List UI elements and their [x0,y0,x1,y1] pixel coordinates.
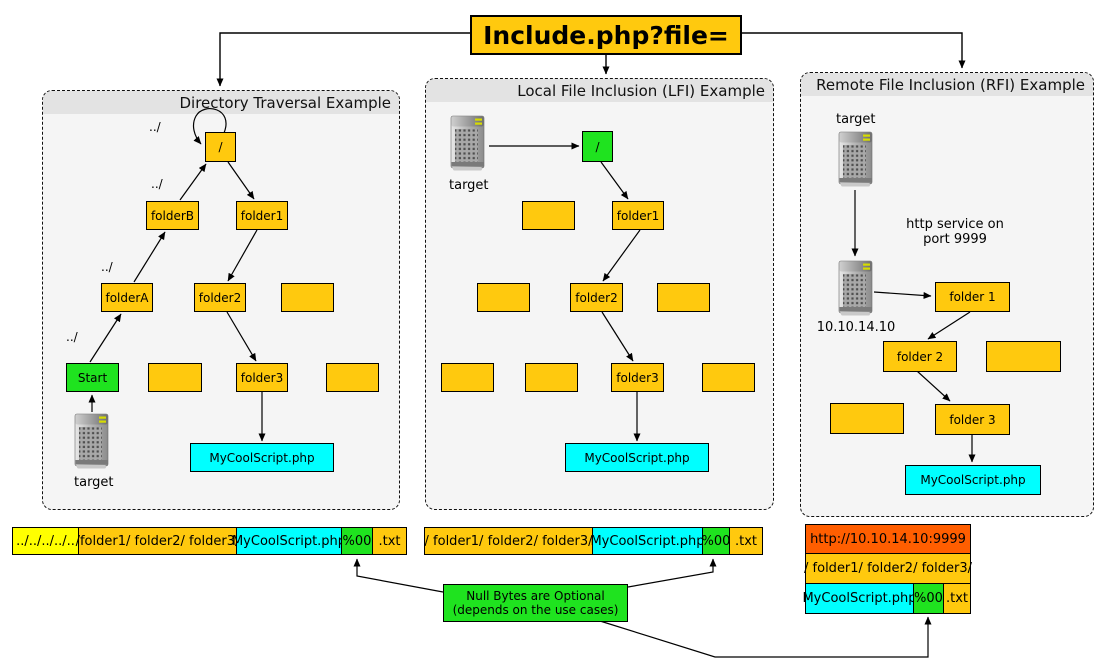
empty-folder-box [986,341,1061,372]
node-folder3: folder3 [611,363,664,392]
payload-lfi-ext: .txt [729,527,763,555]
payload-lfi-nullbyte: %00 [702,527,730,555]
node-root: / [205,132,236,162]
payload-rfi-script: MyCoolScript.php [802,583,917,614]
node-mycoolscript: MyCoolScript.php [565,443,709,472]
node-mycoolscript: MyCoolScript.php [190,443,334,472]
updir-label-1: ../ [149,120,161,134]
node-folder2: folder 2 [883,341,957,372]
payload-lfi-script: MyCoolScript.php [590,527,705,555]
empty-folder-box [657,283,710,312]
updir-label-4: ../ [66,330,78,344]
updir-label-3: ../ [101,260,113,274]
panel-lfi-title: Local File Inclusion (LFI) Example [426,79,773,102]
node-folder2: folder2 [194,283,246,312]
panel-rfi-title: Remote File Inclusion (RFI) Example [801,73,1093,96]
empty-folder-box [525,363,578,392]
payload-dt-script: MyCoolScript.php [232,527,346,555]
server-icon [837,260,875,318]
node-folderB: folderB [146,201,199,230]
null-bytes-note-line1: Null Bytes are Optional [466,589,605,603]
empty-folder-box [522,201,575,230]
node-folderA: folderA [101,283,153,312]
node-mycoolscript: MyCoolScript.php [905,465,1041,495]
payload-rfi-url: http://10.10.14.10:9999 [805,524,971,554]
empty-folder-box [148,363,202,392]
empty-folder-box [702,363,755,392]
empty-folder-box [326,363,379,392]
server-icon [73,413,111,471]
target-label: target [74,475,114,490]
node-folder2: folder2 [570,283,623,312]
payload-dt-ext: .txt [372,527,407,555]
payload-rfi-nullbyte: %00 [913,583,944,614]
node-folder1: folder1 [236,201,288,230]
node-folder3: folder3 [236,363,288,392]
payload-dt-path: /folder1/ folder2/ folder3/ [76,527,239,555]
payload-dt-traversal: ../../../../.. [12,527,79,555]
node-folder1: folder1 [612,201,664,230]
server-icon [837,131,875,189]
empty-folder-box [477,283,530,312]
payload-lfi-path: / folder1/ folder2/ folder3/ [424,527,593,555]
panel-directory-traversal-title: Directory Traversal Example [43,91,399,114]
node-folder1: folder 1 [935,282,1010,312]
server-ip-label: 10.10.14.10 [816,320,896,335]
payload-rfi-path: / folder1/ folder2/ folder3/ [804,553,972,584]
null-bytes-note: Null Bytes are Optional (depends on the … [443,584,628,622]
null-bytes-note-line2: (depends on the use cases) [452,603,619,617]
node-start: Start [66,363,119,392]
node-root: / [582,131,613,162]
http-service-note: http service on port 9999 [906,217,1004,247]
empty-folder-box [281,283,334,312]
empty-folder-box [441,363,494,392]
target-label: target [836,112,876,127]
payload-dt-nullbyte: %00 [341,527,373,555]
updir-label-2: ../ [151,177,163,191]
server-icon [449,115,487,173]
include-title-box: Include.php?file= [470,15,742,55]
target-label: target [449,178,489,193]
empty-folder-box [830,403,904,434]
node-folder3: folder 3 [935,404,1010,435]
payload-rfi-ext: .txt [943,583,971,614]
